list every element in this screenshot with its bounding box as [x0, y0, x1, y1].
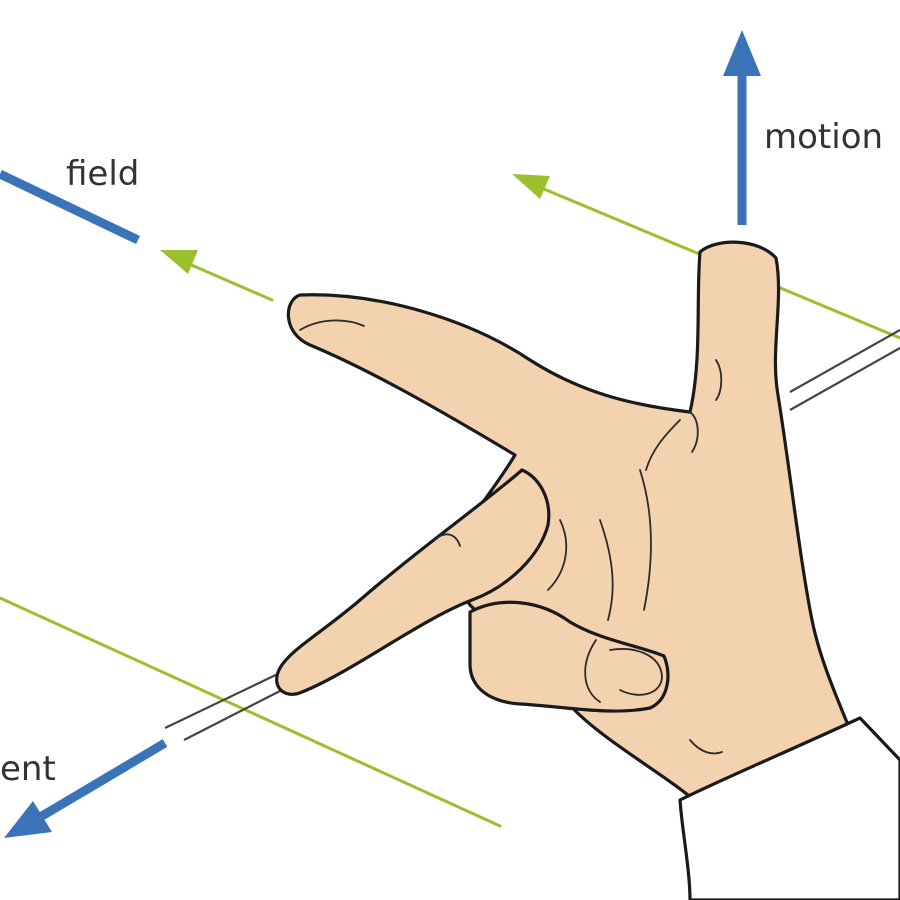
hand-crease-10 [689, 739, 723, 755]
current-arrow [4, 739, 168, 838]
hand-crease-1 [689, 411, 699, 453]
sleeve-cuff [678, 716, 900, 900]
conductor-wire [164, 329, 900, 741]
right-hand [275, 240, 850, 807]
hand-crease-2 [547, 519, 568, 591]
hand-palm [286, 240, 850, 807]
hand-crease-3 [599, 519, 614, 621]
hand-crease-7 [433, 533, 461, 547]
label-motion: motion [764, 117, 883, 157]
hand-crease-9 [584, 639, 601, 703]
hand-curled-fingers [468, 600, 670, 713]
hand-crease-8 [299, 319, 365, 331]
label-field: field [66, 154, 139, 194]
field-line-middle [160, 250, 274, 302]
hand-crease-5 [715, 359, 723, 401]
hand-middle-finger [275, 468, 551, 696]
fingernail [609, 648, 663, 696]
hand-crease-6 [645, 419, 681, 471]
field-line-lower [0, 596, 502, 828]
hand-crease-4 [639, 469, 652, 611]
label-current: ent [0, 749, 56, 789]
motion-arrow [723, 30, 761, 225]
field-arrow [0, 169, 140, 245]
